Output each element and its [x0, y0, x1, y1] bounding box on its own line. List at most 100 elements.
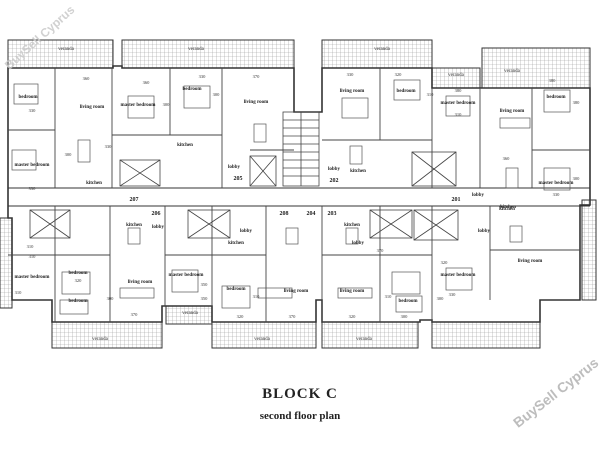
unit-203: 203 [328, 211, 337, 217]
dim: 380 [549, 78, 557, 83]
room-bedroom-c: bedroom [396, 89, 416, 94]
room-lobby-f: lobby [240, 229, 252, 234]
dim: 330 [105, 144, 113, 149]
room-bedroom-b: bedroom [182, 87, 202, 92]
room-lobby-h: lobby [478, 229, 490, 234]
dimension-labels: 360 330 330 360 330 300 370 300 330 320 … [15, 72, 581, 319]
dim: 310 [253, 294, 261, 299]
veranda-top-right-b [481, 47, 591, 89]
room-bedroom-h: bedroom [68, 271, 88, 276]
room-living-room-e: living room [128, 280, 153, 285]
dim: 310 [455, 112, 463, 117]
veranda-side-left [0, 217, 13, 309]
dim: 300 [107, 296, 115, 301]
dim: 310 [15, 290, 23, 295]
dim: 370 [131, 312, 139, 317]
room-living-room-h: living room [518, 259, 543, 264]
room-kitchen-b: kitchen [177, 143, 193, 148]
room-bedroom-a: bedroom [18, 95, 38, 100]
veranda-label-top-1: veranda [58, 47, 75, 52]
dim: 360 [83, 76, 91, 81]
veranda-side-right [581, 199, 597, 301]
dim: 310 [385, 294, 393, 299]
verandas [0, 39, 597, 349]
dim: 320 [441, 260, 449, 265]
furniture [11, 79, 571, 315]
room-bedroom-f: bedroom [226, 287, 246, 292]
room-kitchen-g: kitchen [344, 223, 360, 228]
corridor [8, 187, 590, 207]
dim: 300 [401, 314, 409, 319]
room-living-room-c: living room [340, 89, 365, 94]
dim: 350 [201, 296, 209, 301]
dim: 370 [289, 314, 297, 319]
dim: 310 [427, 92, 435, 97]
dim: 330 [29, 186, 37, 191]
dim: 300 [437, 296, 445, 301]
veranda-label-bottom-1: veranda [92, 337, 109, 342]
room-lobby-b: lobby [228, 165, 240, 170]
veranda-top-left [7, 39, 114, 69]
dim: 330 [347, 72, 355, 77]
dim: 300 [65, 152, 73, 157]
room-living-room-f: living room [284, 289, 309, 294]
unit-206: 206 [152, 211, 161, 217]
veranda-bottom-center [211, 321, 317, 349]
veranda-top-right-a [431, 67, 481, 89]
room-master-bedroom-c: master bedroom [441, 101, 477, 106]
room-living-room-g: living room [340, 289, 365, 294]
stair-core [249, 111, 320, 187]
unit-201: 201 [452, 197, 461, 203]
dim: 320 [395, 72, 403, 77]
veranda-label-top-2: veranda [188, 47, 205, 52]
room-lobby-e: lobby [152, 225, 164, 230]
dim: 360 [503, 156, 511, 161]
plan-subtitle: second floor plan [259, 410, 341, 422]
dim: 300 [213, 92, 221, 97]
plan-title: BLOCK C [262, 386, 338, 402]
dim: 330 [29, 108, 37, 113]
room-lobby-d: lobby [472, 193, 484, 198]
dim: 330 [199, 74, 207, 79]
room-kitchen-f: kitchen [228, 241, 244, 246]
veranda-label-top-3: veranda [374, 47, 391, 52]
unit-207: 207 [130, 197, 139, 203]
room-kitchen-h: kitchen [499, 207, 515, 212]
room-master-bedroom-b: master bedroom [121, 103, 157, 108]
dim: 320 [237, 314, 245, 319]
dim: 300 [573, 176, 581, 181]
dim: 330 [449, 292, 457, 297]
veranda-top-center-right [321, 39, 433, 69]
room-kitchen-c: kitchen [350, 169, 366, 174]
veranda-label-bottom-2: veranda [182, 311, 199, 316]
unit-labels: 201 202 203 204 205 206 207 208 [130, 176, 461, 217]
unit-204: 204 [307, 211, 316, 217]
veranda-label-bottom-3: veranda [254, 337, 271, 342]
room-kitchen-e: kitchen [126, 223, 142, 228]
dim: 330 [553, 192, 561, 197]
room-master-bedroom-a: master bedroom [15, 163, 51, 168]
dim: 370 [253, 74, 261, 79]
dim: 360 [143, 80, 151, 85]
veranda-label-top-4: veranda [448, 73, 465, 78]
room-living-room-d: living room [500, 109, 525, 114]
room-master-bedroom-f: master bedroom [169, 273, 205, 278]
unit-202: 202 [330, 178, 339, 184]
veranda-bottom-center-right [321, 321, 419, 349]
partitions [8, 68, 590, 322]
room-bedroom-d: bedroom [546, 95, 566, 100]
dim: 310 [27, 244, 35, 249]
dim: 310 [29, 254, 37, 259]
room-living-room-a: living room [80, 105, 105, 110]
veranda-label-top-5: veranda [504, 69, 521, 74]
veranda-labels: veranda veranda veranda veranda veranda … [58, 47, 521, 342]
room-master-bedroom-h: master bedroom [441, 273, 477, 278]
veranda-top-center-left [121, 39, 295, 69]
dim: 380 [455, 88, 463, 93]
dim: 300 [163, 102, 171, 107]
dim: 380 [573, 100, 581, 105]
room-master-bedroom-e: master bedroom [15, 275, 51, 280]
room-lobby-c: lobby [328, 167, 340, 172]
unit-205: 205 [234, 176, 243, 182]
